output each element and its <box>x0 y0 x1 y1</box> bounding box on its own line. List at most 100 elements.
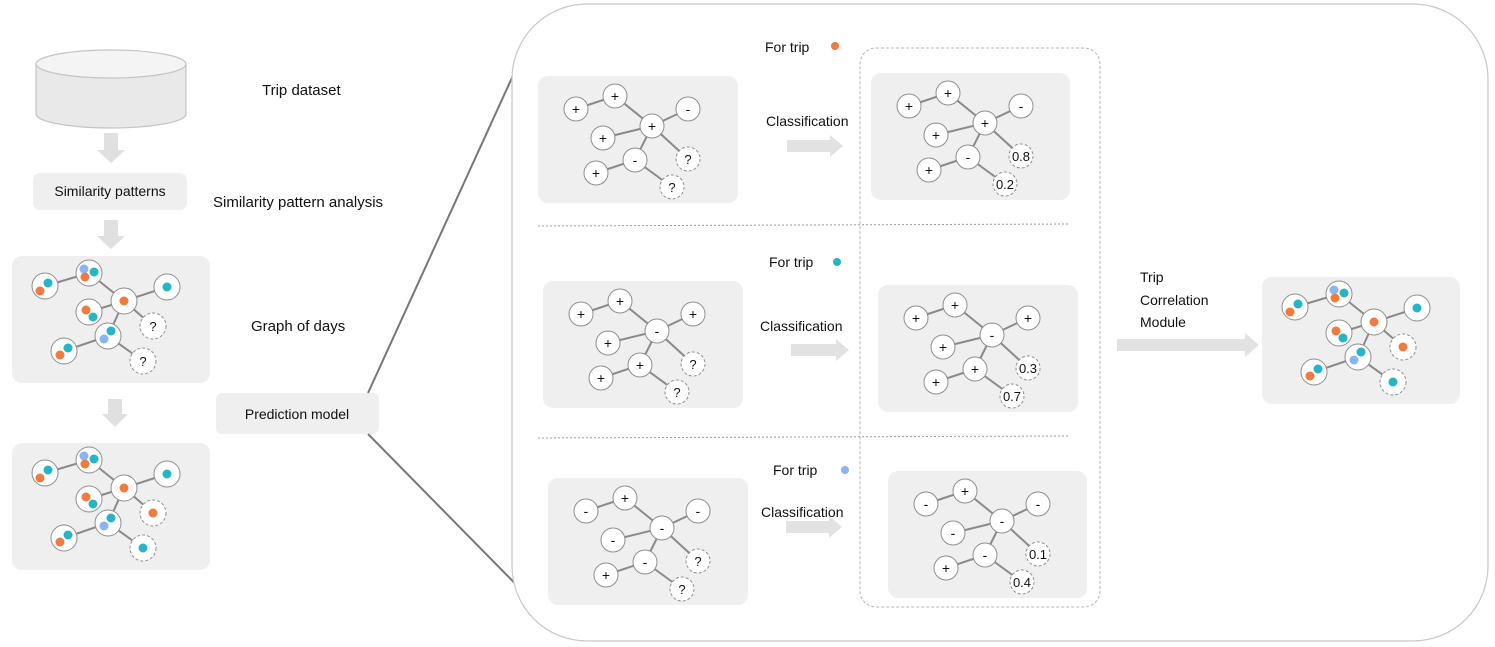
classification-label: Classification <box>761 504 843 520</box>
graph-node <box>573 498 599 524</box>
graph-node <box>50 337 78 365</box>
graph-node <box>1025 541 1051 567</box>
graph-node <box>999 383 1025 409</box>
trip-dot <box>80 272 90 282</box>
graph-node <box>50 524 78 552</box>
graph-node-label: + <box>599 130 607 146</box>
graph-node-label: + <box>602 567 610 583</box>
graph-node <box>685 548 711 574</box>
output-graph: +++-+++0.30.7 <box>903 292 1041 409</box>
graph-node-label: ? <box>673 385 680 400</box>
trip-dot <box>43 278 53 288</box>
graph-node <box>588 365 614 391</box>
graph-node-label: + <box>912 310 920 326</box>
panel-separator <box>537 223 1071 227</box>
trip-dot <box>1329 285 1339 295</box>
similarity-pattern-analysis-label: Similarity pattern analysis <box>213 194 383 211</box>
prediction-model-box <box>216 393 379 434</box>
input-graph: -+----+?? <box>573 485 711 602</box>
graph-node <box>639 113 665 139</box>
trip-dot <box>1330 293 1340 303</box>
output-graph-box <box>878 285 1078 412</box>
graph-node <box>590 125 616 151</box>
graph-node-label: - <box>990 327 995 343</box>
trip-dot <box>99 334 109 344</box>
graph-node-label: - <box>611 532 616 548</box>
output-graph: ++++--+0.80.2 <box>896 80 1034 197</box>
graph-node <box>669 576 695 602</box>
trip-dot <box>43 465 53 475</box>
trip-dot <box>99 521 109 531</box>
graph-node <box>979 322 1005 348</box>
trip-dot <box>1331 326 1341 336</box>
trip-color-dot <box>841 466 849 474</box>
trip-dot <box>1356 347 1366 357</box>
graph-node-label: + <box>572 101 580 117</box>
trip-dot <box>1293 299 1303 309</box>
graph-node-label: - <box>951 525 956 541</box>
trip-dot <box>1305 371 1315 381</box>
graph-node-label: + <box>971 361 979 377</box>
graph-node <box>94 509 122 537</box>
trip-dot <box>106 326 116 336</box>
trip-dot <box>88 312 98 322</box>
graph-node-label: + <box>616 293 624 309</box>
graph-node-label: + <box>981 115 989 131</box>
graph-node <box>600 527 626 553</box>
graph-node <box>1300 358 1328 386</box>
correlation-arrow-icon <box>1117 333 1259 357</box>
graph-node <box>649 515 675 541</box>
graph-node-label: + <box>592 165 600 181</box>
graph-node <box>563 96 589 122</box>
trip-dot <box>1398 342 1408 352</box>
graph-node-label: + <box>689 306 697 322</box>
graph-node-label: + <box>925 162 933 178</box>
down-arrow-icon <box>97 133 125 163</box>
graph-node <box>685 498 711 524</box>
trip-color-dot <box>833 258 841 266</box>
graph-node <box>622 147 648 173</box>
graph-node <box>1025 491 1051 517</box>
trip-dot <box>35 286 45 296</box>
graph-node <box>94 322 122 350</box>
graph-node <box>644 318 670 344</box>
graph-node <box>1015 305 1041 331</box>
graph-node-label: ? <box>668 180 675 195</box>
trip-dot <box>35 473 45 483</box>
graph-node <box>1015 355 1041 381</box>
graph-node-label: - <box>633 152 638 168</box>
classification-label: Classification <box>766 113 848 129</box>
graph-node-label: 0.3 <box>1019 361 1037 376</box>
graph-node <box>962 356 988 382</box>
graph-node <box>659 174 685 200</box>
trip-dot <box>79 451 89 461</box>
graph-node <box>896 93 922 119</box>
graph-node <box>595 330 621 356</box>
trip-dot <box>119 296 129 306</box>
graph-node <box>1008 93 1034 119</box>
graph-node-label: - <box>655 323 660 339</box>
graph-of-days: ?? <box>31 259 181 375</box>
graph-node-label: - <box>643 554 648 570</box>
graph-node-label: - <box>1019 98 1024 114</box>
graph-node-label: ? <box>139 354 146 369</box>
trip-dot <box>1313 364 1323 374</box>
graph-node-label: ? <box>689 357 696 372</box>
trip-dot <box>81 492 91 502</box>
graph-node <box>568 301 594 327</box>
output-graph: -+----+0.10.4 <box>913 478 1051 595</box>
trip-dot <box>1369 317 1379 327</box>
graph-node <box>923 122 949 148</box>
graph-node-label: 0.2 <box>996 177 1014 192</box>
trip-dot <box>1388 377 1398 387</box>
trip-dot <box>1338 333 1348 343</box>
input-graph: ++++--+?? <box>563 83 701 200</box>
graph-node-label: ? <box>684 152 691 167</box>
trip-dot <box>88 499 98 509</box>
trip-dot <box>162 469 172 479</box>
graph-node <box>632 549 658 575</box>
for-trip-label: For trip <box>765 39 810 55</box>
graph-node-label: + <box>604 335 612 351</box>
graph-node <box>1344 343 1372 371</box>
